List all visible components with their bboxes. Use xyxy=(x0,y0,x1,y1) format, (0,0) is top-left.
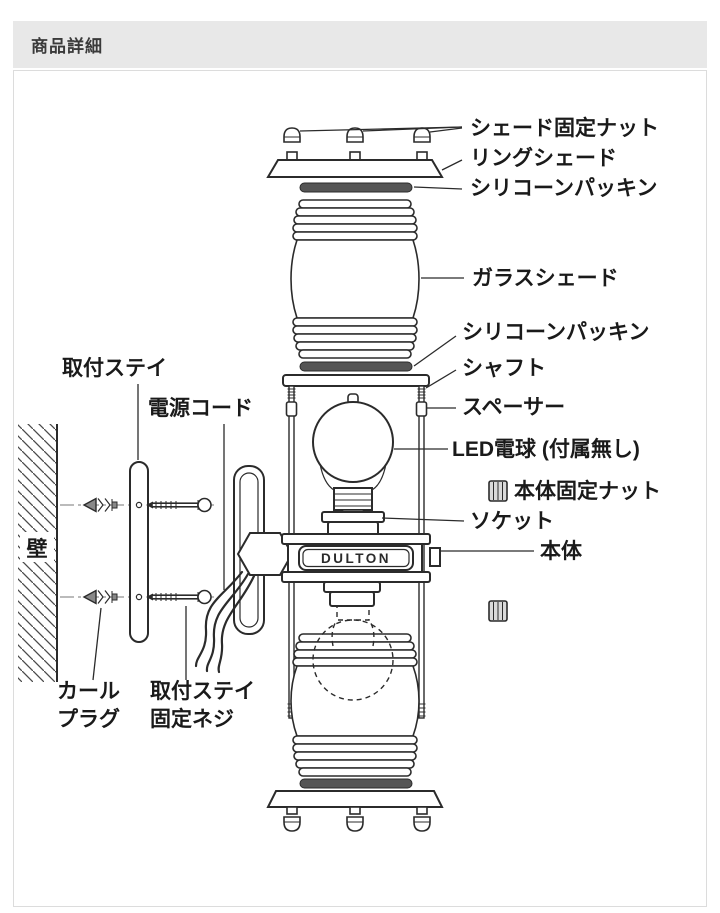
upper-mount-plate xyxy=(282,374,430,387)
label-stay-screw-1: 取付ステイ xyxy=(150,680,255,703)
section-title: 商品詳細 xyxy=(31,37,103,56)
label-silicone-packing-mid: シリコーンパッキン xyxy=(462,321,649,344)
label-power-cord: 電源コード xyxy=(148,397,253,420)
stay-screw-bottom xyxy=(146,589,212,605)
shade-fixing-nut-bottom-2 xyxy=(346,816,364,832)
label-glass-shade: ガラスシェード xyxy=(472,267,619,290)
power-cord xyxy=(194,570,256,674)
body-fixing-nut-lower xyxy=(488,600,508,622)
silicone-packing-top xyxy=(299,182,413,193)
label-ring-shade: リングシェード xyxy=(470,146,617,170)
curl-plug-bottom xyxy=(82,589,118,605)
label-socket: ソケット xyxy=(470,510,554,533)
mounting-stay xyxy=(129,461,149,643)
silicone-packing-mid xyxy=(299,361,413,372)
label-shaft: シャフト xyxy=(462,357,546,380)
label-stay-screw-2: 固定ネジ xyxy=(150,707,234,731)
socket-lower xyxy=(323,581,381,607)
label-body-fixing-nut: 本体固定ナット xyxy=(514,479,661,503)
shade-fixing-nut-top-3 xyxy=(413,127,431,143)
label-spacer: スペーサー xyxy=(462,396,565,419)
label-mounting-stay: 取付ステイ xyxy=(62,357,167,380)
wall-label: 壁 xyxy=(27,537,48,561)
leader-lines xyxy=(92,126,534,681)
led-bulb xyxy=(312,393,394,517)
label-shade-fixing-nut: シェード固定ナット xyxy=(470,116,659,140)
curl-plug-top xyxy=(82,497,118,513)
section-header: 商品詳細 xyxy=(13,21,707,68)
spacer-left xyxy=(285,401,298,417)
ring-shade-top xyxy=(266,151,444,178)
shade-fixing-nut-bottom-3 xyxy=(413,816,431,832)
label-curl-plug-2: プラグ xyxy=(57,707,120,731)
silicone-packing-bottom xyxy=(299,778,413,789)
shade-fixing-nut-bottom-1 xyxy=(283,816,301,832)
label-led-bulb: LED電球 (付属無し) xyxy=(452,437,640,461)
shade-fixing-nut-top-1 xyxy=(283,127,301,143)
ring-shade-bottom xyxy=(266,790,444,815)
shade-fixing-nut-top-2 xyxy=(346,127,364,143)
dulton-badge: DULTON xyxy=(298,545,414,571)
stay-screw-top xyxy=(146,497,212,513)
led-bulb-lower-hidden xyxy=(312,605,394,701)
socket xyxy=(321,511,385,537)
body: DULTON xyxy=(281,533,441,583)
spacer-right xyxy=(415,401,428,417)
body-fixing-nut-icon xyxy=(488,480,508,502)
brand-text: DULTON xyxy=(321,551,391,566)
glass-shade-top xyxy=(290,199,420,359)
glass-shade-bottom xyxy=(290,633,420,777)
wall: 壁 xyxy=(18,424,58,682)
label-curl-plug-1: カール xyxy=(57,680,120,703)
label-silicone-packing-top: シリコーンパッキン xyxy=(470,177,657,200)
label-body: 本体 xyxy=(540,540,583,563)
